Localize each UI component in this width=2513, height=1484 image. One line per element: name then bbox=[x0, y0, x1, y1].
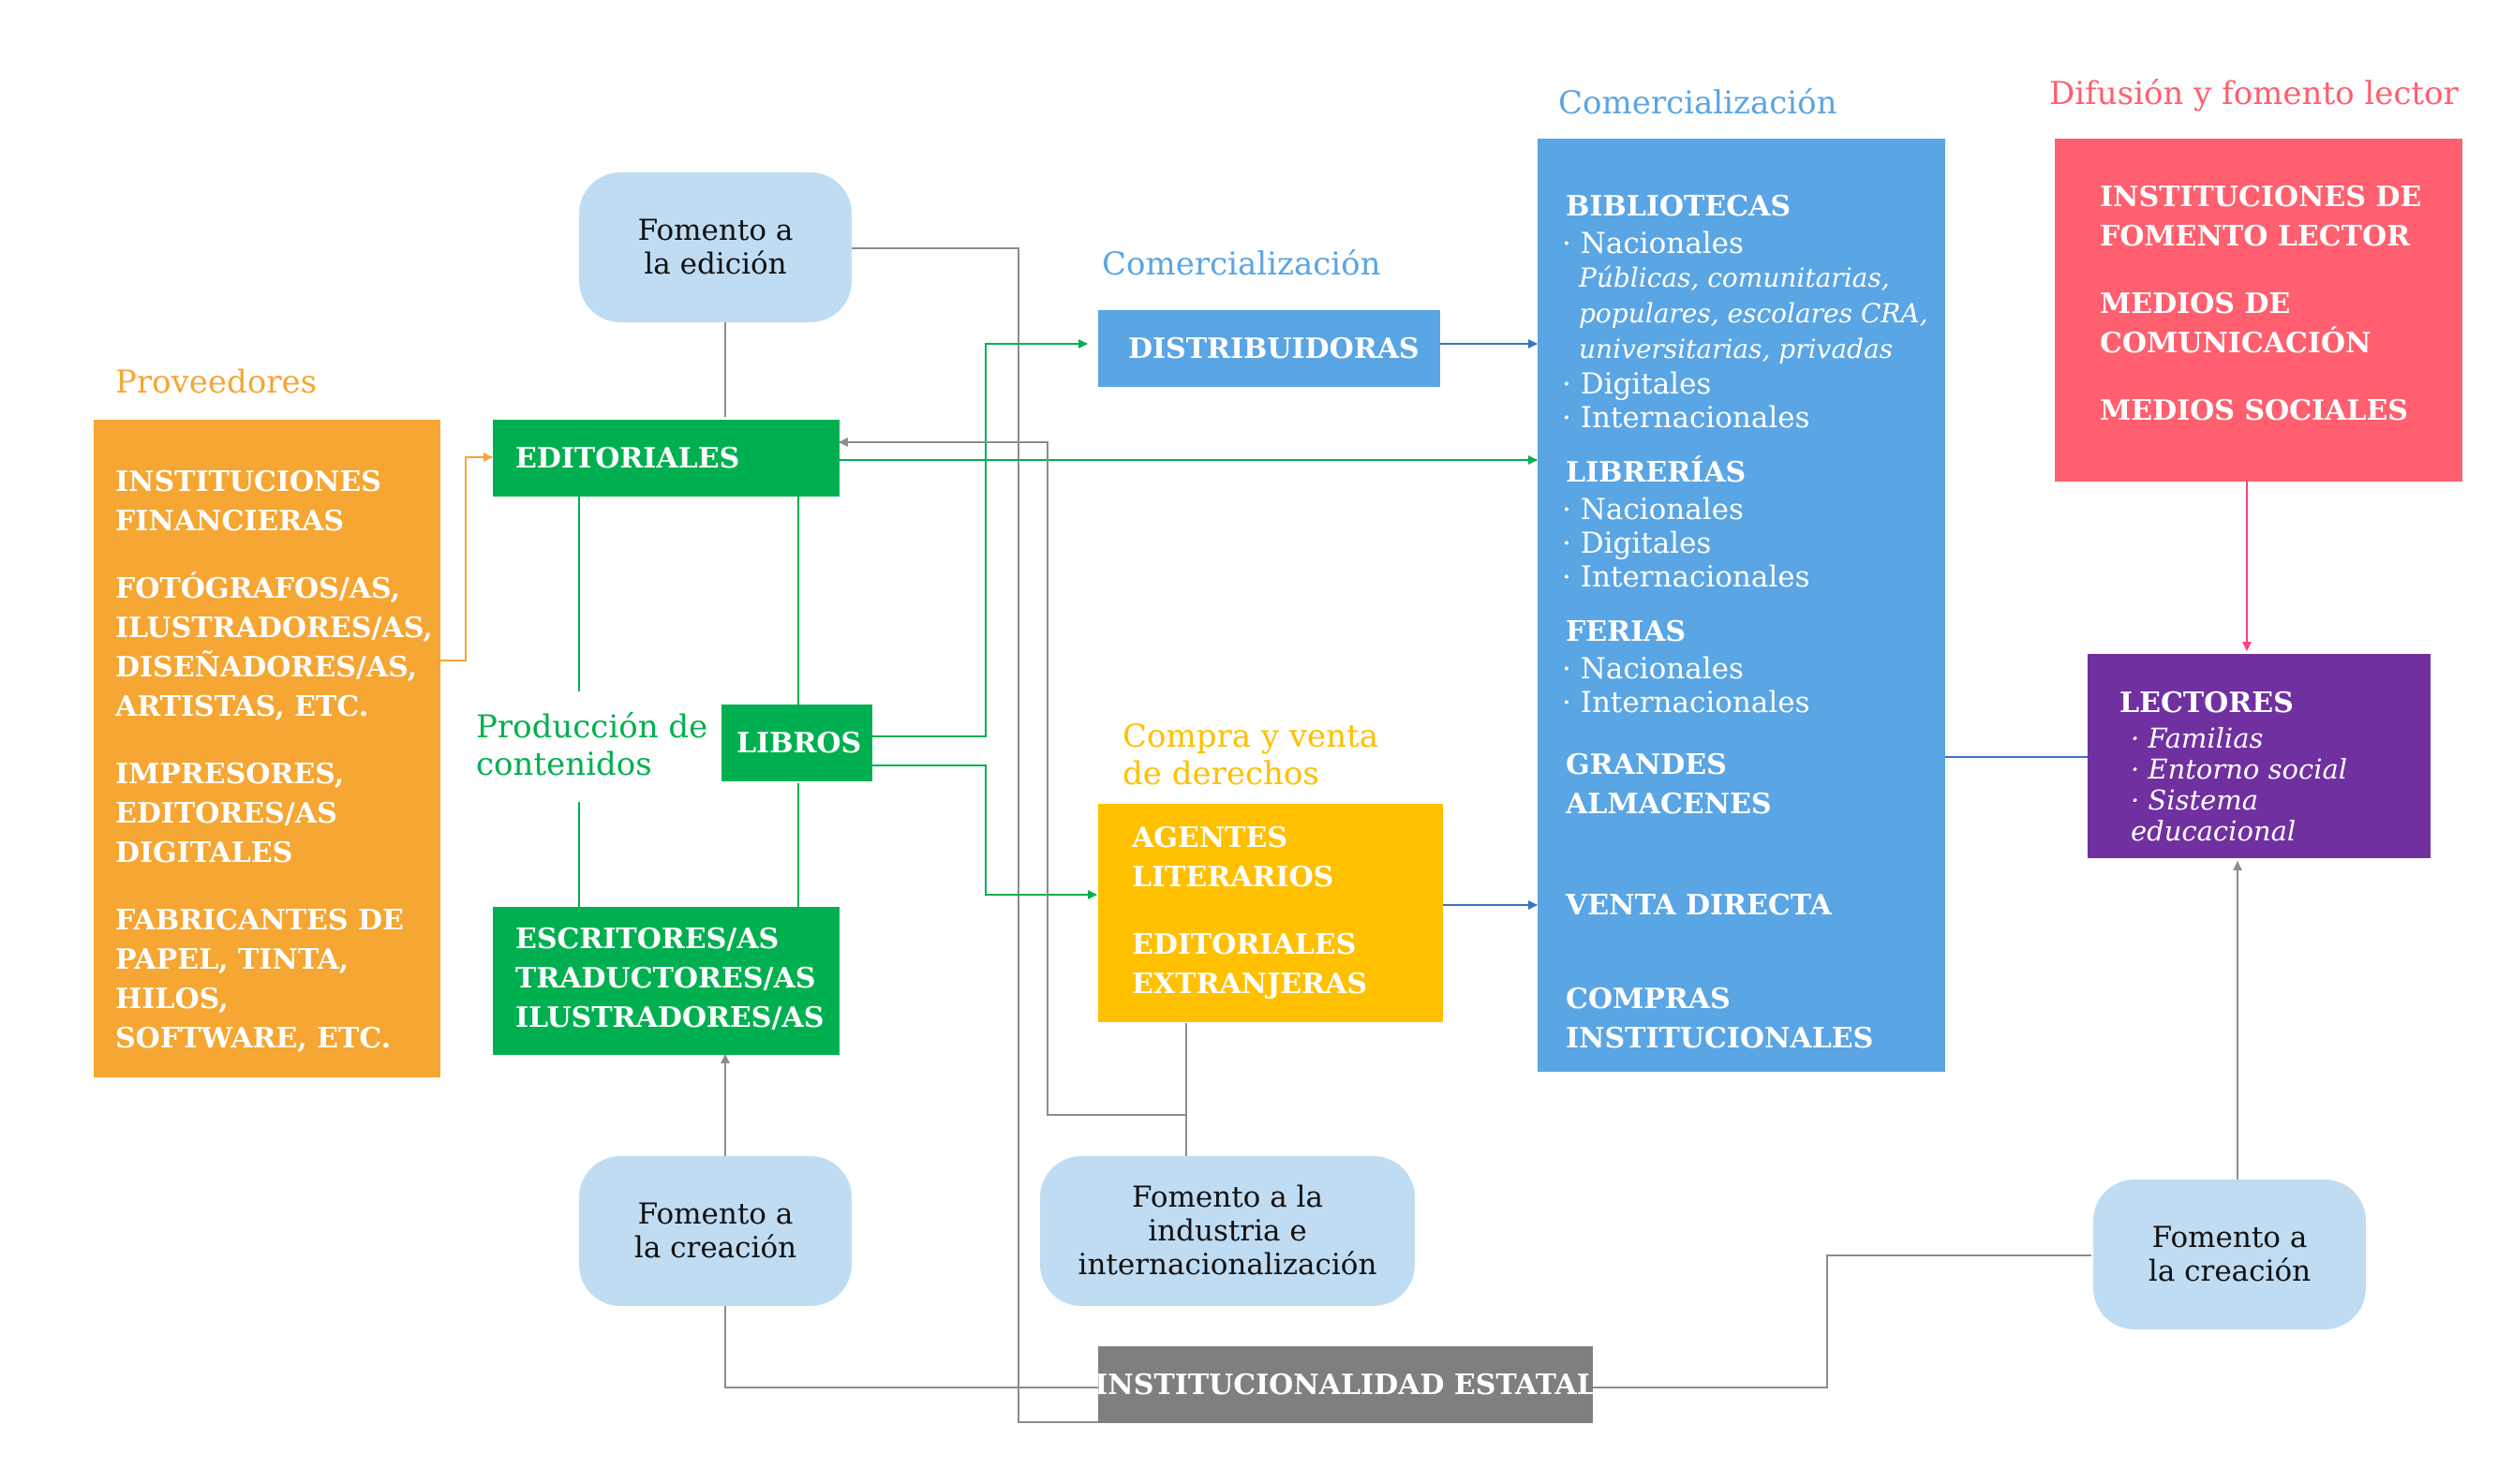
escritores-label: ESCRITORES/AS TRADUCTORES/AS ILUSTRADORE… bbox=[515, 923, 825, 1034]
proveedor-item: FABRICANTES DE PAPEL, TINTA, HILOS, SOFT… bbox=[115, 904, 404, 1055]
difusion-item: MEDIOS SOCIALES bbox=[2100, 394, 2408, 427]
heading-produccion: Producción de contenidos bbox=[476, 708, 708, 783]
libros-box: LIBROS bbox=[721, 705, 872, 781]
comercializacion-box: BIBLIOTECAS · Nacionales Públicas, comun… bbox=[1538, 139, 1945, 1072]
ferias-internacionales: · Internacionales bbox=[1562, 686, 1810, 720]
escritores-box: ESCRITORES/AS TRADUCTORES/AS ILUSTRADORE… bbox=[493, 907, 840, 1055]
fomento-industria: Fomento a la industria e internacionaliz… bbox=[1040, 1156, 1415, 1306]
lectores-item: · Familias bbox=[2131, 722, 2264, 754]
wire-libros-distribuidoras bbox=[872, 339, 1088, 737]
difusion-item: MEDIOS DE COMUNICACIÓN bbox=[2100, 288, 2372, 360]
lectores-title: LECTORES bbox=[2119, 687, 2294, 720]
lectores-item: · Sistema educacional bbox=[2131, 784, 2297, 847]
estatal-box: INSTITUCIONALIDAD ESTATAL bbox=[1094, 1346, 1597, 1423]
bibliotecas-digitales: · Digitales bbox=[1562, 367, 1712, 401]
heading-derechos: Compra y venta de derechos bbox=[1123, 718, 1378, 793]
ferias-nacionales: · Nacionales bbox=[1562, 652, 1744, 686]
fomento-edicion: Fomento a la edición bbox=[579, 172, 852, 322]
wire-proveedores-editoriales bbox=[440, 453, 493, 661]
bibliotecas-title: BIBLIOTECAS bbox=[1566, 190, 1792, 223]
fomento-creacion-right: Fomento a la creación bbox=[2093, 1180, 2366, 1329]
heading-proveedores: Proveedores bbox=[115, 364, 318, 401]
compras-institucionales: COMPRAS INSTITUCIONALES bbox=[1566, 983, 1874, 1055]
wire-industria-editoriales bbox=[839, 438, 1186, 1116]
heading-difusion: Difusión y fomento lector bbox=[2049, 75, 2459, 112]
librerias-internacionales: · Internacionales bbox=[1562, 560, 1810, 594]
derechos-item: AGENTES LITERARIOS bbox=[1132, 822, 1334, 894]
derechos-box: AGENTES LITERARIOS EDITORIALES EXTRANJER… bbox=[1098, 804, 1443, 1022]
heading-comercializacion-top: Comercialización bbox=[1558, 84, 1837, 122]
wire-fomento-creacion-estatal bbox=[724, 1304, 1098, 1388]
wire-fomento-edicion-estatal bbox=[825, 247, 1098, 1423]
proveedor-item: FOTÓGRAFOS/AS, ILUSTRADORES/AS, DISEÑADO… bbox=[115, 572, 433, 723]
lectores-item: · Entorno social bbox=[2131, 753, 2348, 785]
bibliotecas-internacionales: · Internacionales bbox=[1562, 401, 1810, 435]
difusion-item: INSTITUCIONES DE FOMENTO LECTOR bbox=[2100, 181, 2422, 253]
wire-estatal-fomento-creacion-right bbox=[1593, 1254, 2091, 1388]
proveedores-box: INSTITUCIONES FINANCIERAS FOTÓGRAFOS/AS,… bbox=[94, 420, 440, 1077]
lectores-box: LECTORES · Familias · Entorno social · S… bbox=[2088, 654, 2431, 858]
venta-directa: VENTA DIRECTA bbox=[1566, 889, 1832, 922]
proveedor-item: IMPRESORES, EDITORES/AS DIGITALES bbox=[115, 758, 345, 869]
ferias-title: FERIAS bbox=[1566, 616, 1687, 648]
distribuidoras-box: DISTRIBUIDORAS bbox=[1098, 310, 1440, 387]
editoriales-box: EDITORIALES bbox=[493, 420, 840, 497]
grandes-almacenes: GRANDES ALMACENES bbox=[1566, 749, 1772, 821]
librerias-title: LIBRERÍAS bbox=[1566, 456, 1747, 489]
bibliotecas-nacionales: · Nacionales bbox=[1562, 227, 1744, 260]
wire-libros-derechos bbox=[872, 764, 1097, 899]
heading-comercializacion-mid: Comercialización bbox=[1102, 245, 1381, 283]
librerias-nacionales: · Nacionales bbox=[1562, 493, 1744, 527]
bibliotecas-tipos: Públicas, comunitarias, populares, escol… bbox=[1579, 262, 1928, 364]
proveedor-item: INSTITUCIONES FINANCIERAS bbox=[115, 466, 381, 538]
difusion-box: INSTITUCIONES DE FOMENTO LECTOR MEDIOS D… bbox=[2055, 139, 2462, 482]
librerias-digitales: · Digitales bbox=[1562, 527, 1712, 560]
fomento-creacion-left: Fomento a la creación bbox=[579, 1156, 852, 1306]
derechos-item: EDITORIALES EXTRANJERAS bbox=[1132, 928, 1368, 1001]
